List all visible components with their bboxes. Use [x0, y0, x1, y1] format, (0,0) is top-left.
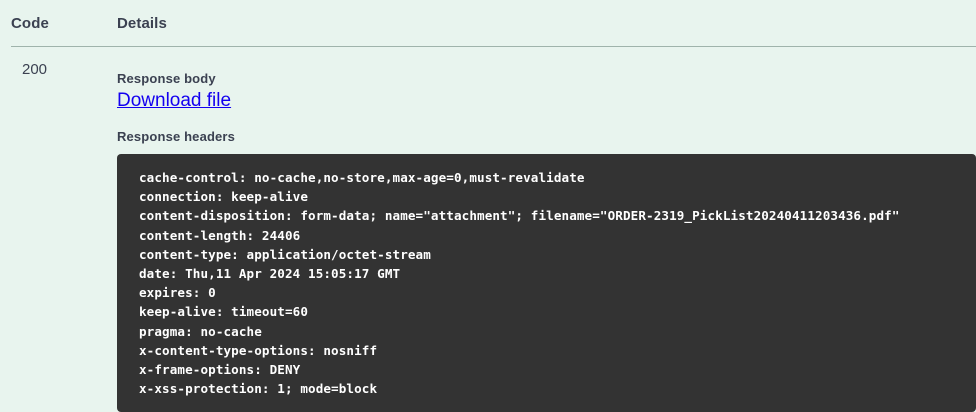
- header-divider: [11, 46, 976, 47]
- header-line: content-length: 24406: [139, 227, 301, 243]
- response-row-200: 200 Response body Download file Response…: [0, 47, 976, 412]
- header-line: x-content-type-options: nosniff: [139, 342, 378, 358]
- response-headers-label: Response headers: [117, 129, 236, 144]
- header-line: date: Thu,11 Apr 2024 15:05:17 GMT: [139, 266, 401, 282]
- header-line: pragma: no-cache: [139, 323, 262, 339]
- header-line: connection: keep-alive: [139, 189, 309, 205]
- column-header-details: Details: [117, 15, 167, 32]
- response-headers-code-block: cache-control: no-cache,no-store,max-age…: [117, 154, 976, 412]
- response-details-cell: Response body Download file Response hea…: [117, 60, 976, 412]
- column-header-code-cell: Code: [0, 14, 117, 34]
- response-body-label: Response body: [117, 71, 216, 86]
- header-line: cache-control: no-cache,no-store,max-age…: [139, 170, 585, 185]
- responses-table-header: Code Details: [0, 0, 976, 34]
- header-line: expires: 0: [139, 285, 216, 301]
- column-header-details-cell: Details: [117, 14, 976, 34]
- header-line: content-disposition: form-data; name="at…: [139, 208, 900, 224]
- header-line: content-type: application/octet-stream: [139, 246, 431, 262]
- header-line: keep-alive: timeout=60: [139, 304, 309, 320]
- status-code-value: 200: [22, 61, 48, 78]
- header-line: x-xss-protection: 1; mode=block: [139, 381, 378, 397]
- download-file-link[interactable]: Download file: [117, 90, 232, 111]
- status-code-cell: 200: [0, 60, 117, 80]
- column-header-code: Code: [11, 15, 49, 32]
- header-line: x-frame-options: DENY: [139, 362, 301, 378]
